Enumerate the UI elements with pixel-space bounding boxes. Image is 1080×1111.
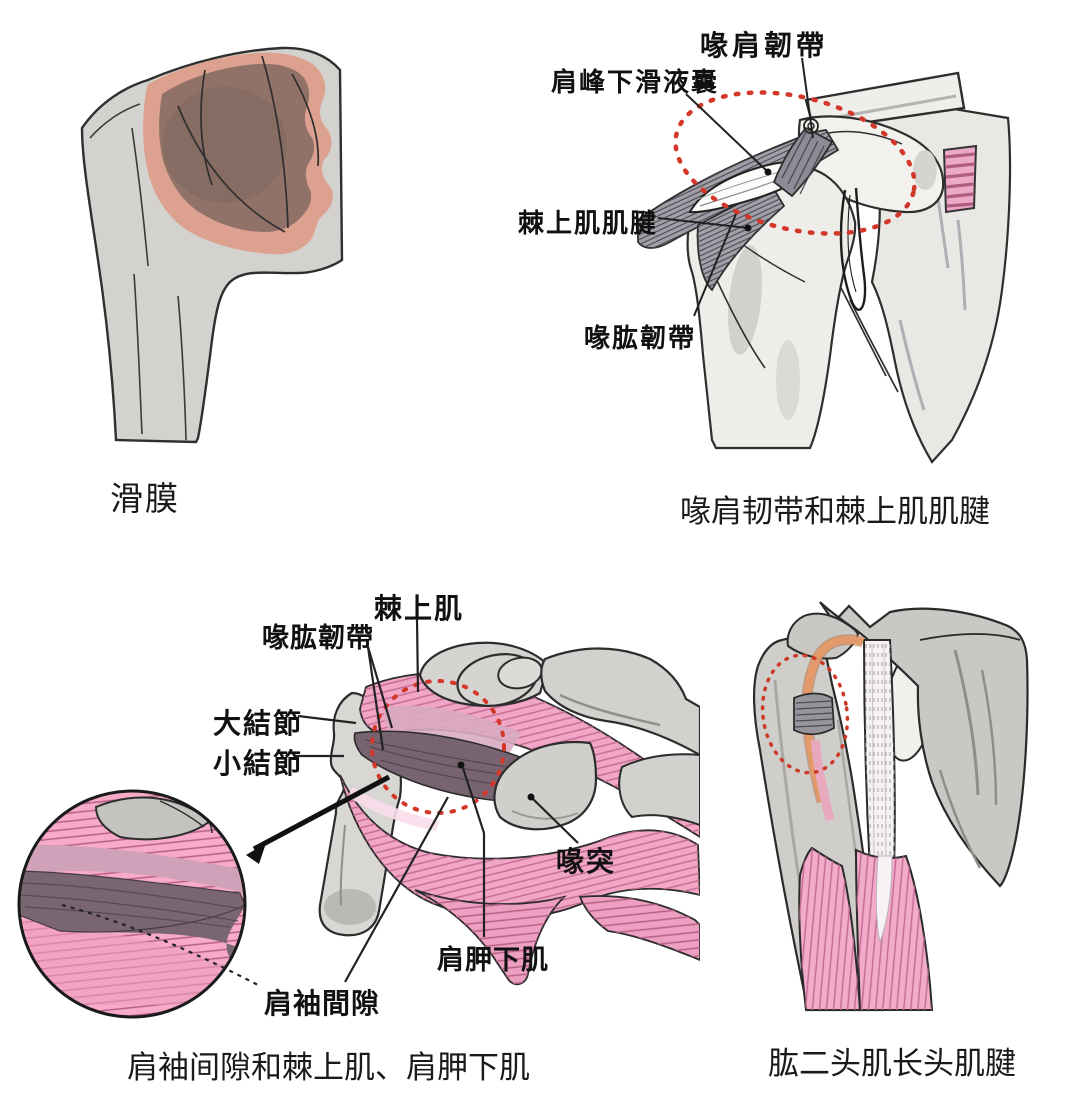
head-shadow	[913, 150, 937, 190]
label-coracohumeral-ligament-2: 喙肱韌帶	[262, 623, 374, 653]
scapula-mass	[540, 647, 700, 757]
label-greater-tubercle: 大結節	[213, 708, 304, 739]
axillary-fold-lines	[837, 281, 899, 393]
scapula	[819, 601, 1029, 888]
bone-contour-lines	[89, 103, 187, 441]
label-rotator-interval: 肩袖間隙	[264, 988, 381, 1019]
caption-coracoacromial: 喙肩韧带和棘上肌肌腱	[680, 494, 990, 529]
label-subscapularis: 肩胛下肌	[437, 945, 549, 975]
scapular-spine-line	[919, 633, 1021, 641]
coracoacromial-ligament-fan	[773, 127, 833, 197]
red-dashed-ellipse	[673, 90, 917, 236]
label-supraspinatus: 棘上肌	[374, 593, 465, 624]
caption-synovium: 滑膜	[110, 480, 180, 517]
magnifier-arrow	[246, 774, 391, 864]
label-lesser-tubercle: 小結節	[213, 748, 304, 779]
biceps-tendon-loop	[839, 187, 867, 311]
scapula-shading	[938, 649, 998, 869]
muscle-stub	[942, 144, 978, 214]
leader-lines	[61, 618, 579, 986]
label-coracoid-process: 喙突	[556, 846, 617, 877]
rotator-interval-illustration	[17, 618, 700, 1019]
leader-dot	[457, 761, 465, 769]
acromion	[418, 641, 550, 707]
biceps-muscle	[798, 847, 933, 1011]
red-dotted-circle	[760, 653, 850, 775]
magnifier-circle	[17, 789, 247, 1019]
coracoacromial-illustration	[637, 57, 1012, 464]
synovium-illustration	[80, 46, 344, 444]
membrane-shadow	[163, 87, 287, 203]
humerus-line	[339, 824, 346, 906]
label-coracoacromial-ligament: 喙肩韌帶	[700, 30, 829, 61]
leader-dot	[527, 793, 535, 801]
scapula-neck	[618, 753, 700, 827]
label-subacromial-bursa: 肩峰下滑液囊	[551, 67, 720, 97]
label-coracohumeral-ligament: 喙肱韌帶	[584, 323, 697, 353]
leader-dot	[744, 224, 752, 232]
caption-rotator-interval: 肩袖间隙和棘上肌、肩胛下肌	[127, 1050, 530, 1085]
label-supraspinatus-tendon: 棘上肌肌腱	[518, 208, 659, 238]
biceps-long-head-tendon	[862, 639, 896, 874]
leader-lines	[657, 57, 814, 317]
leader-dot	[764, 168, 772, 176]
magnifier-content	[19, 791, 245, 1017]
biceps-illustration	[752, 601, 1029, 1012]
coracoid-process	[493, 740, 598, 831]
supraspinatus-band	[359, 672, 700, 838]
humerus-shadow	[324, 889, 376, 925]
subscapularis-muscle	[339, 774, 700, 986]
humeral-head-lines	[177, 55, 320, 233]
acromion-lobe	[786, 612, 860, 660]
caption-biceps: 肱二头肌长头肌腱	[768, 1046, 1016, 1081]
transverse-ligament-wrap	[793, 692, 835, 736]
